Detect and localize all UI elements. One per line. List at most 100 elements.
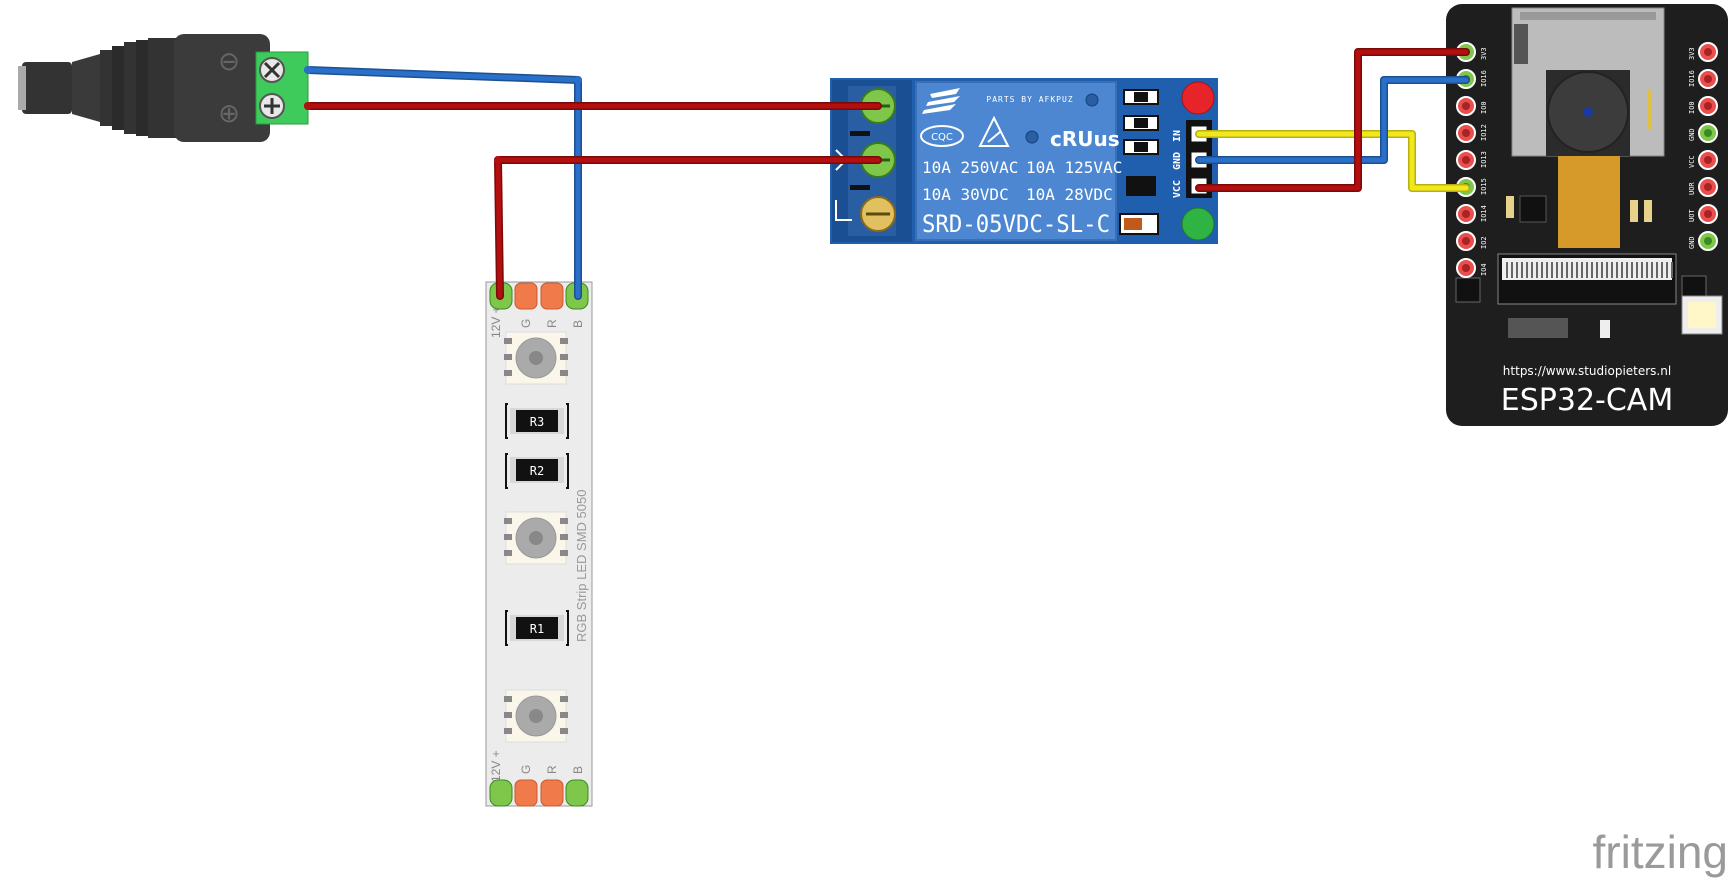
pad-r-top [540, 282, 564, 310]
esp32-left-pin-label: IO2 [1480, 236, 1488, 249]
led-5050 [504, 689, 568, 743]
esp32-pin [1456, 204, 1476, 224]
ul-cert-mark: ᴄRUus [1050, 127, 1120, 151]
jack-neck [72, 54, 100, 122]
jack-rib [100, 50, 112, 126]
esp32-left-pin-label: IO4 [1480, 263, 1488, 276]
jack-minus-label: ⊖ [218, 47, 240, 77]
wire-relay-vcc-to-esp-5v-core [1196, 49, 1469, 191]
led-5050 [504, 331, 568, 385]
esp32-right-pin-label: 3V3 [1688, 47, 1696, 60]
dc-barrel-jack: ⊖ ⊕ [18, 34, 309, 142]
bottom-pin-b: B [571, 766, 585, 774]
jack-rib [136, 40, 148, 136]
esp32-pin [1698, 231, 1718, 251]
esp32-pin [1698, 69, 1718, 89]
jack-rib [124, 42, 136, 134]
top-pin-12v: 12V + [489, 306, 503, 338]
pad-12v-bottom [489, 779, 513, 807]
relay-module: PARTS BY AFKPUZ CQC ᴄRUus 10A 250VAC 10A… [830, 78, 1218, 244]
bottom-pin-12v: 12V + [489, 750, 503, 782]
relay-pin-vcc: VCC [1172, 180, 1183, 198]
resistor: R1 [505, 610, 569, 646]
relay-model: SRD-05VDC-SL-C [922, 210, 1110, 238]
esp32-left-pin-label: IO14 [1480, 205, 1488, 222]
resistor-r3-label: R3 [530, 415, 544, 429]
bottom-pin-r: R [545, 765, 559, 774]
esp32-left-pin-label: IO13 [1480, 151, 1488, 168]
esp32-title: ESP32-CAM [1501, 383, 1673, 418]
relay-rating-2a: 10A 30VDC [922, 185, 1009, 204]
jack-rib [148, 38, 176, 138]
cqc-mark [920, 125, 964, 147]
esp32-right-pin-label: IO0 [1688, 101, 1696, 114]
esp32-pin [1456, 150, 1476, 170]
wire-relay-com-to-strip-12v [494, 156, 882, 300]
esp32-pin [1456, 231, 1476, 251]
wire-relay-vcc-to-esp-5v [1195, 48, 1470, 192]
esp32-pin [1456, 96, 1476, 116]
led-5050 [504, 511, 568, 565]
screw-slot [264, 98, 280, 114]
relay-brand: PARTS BY AFKPUZ [986, 95, 1073, 104]
top-pin-g: G [519, 319, 533, 328]
resistor-r2-label: R2 [530, 464, 544, 478]
resistor: R2 [505, 453, 569, 489]
relay-rating-1b: 10A 125VAC [1026, 158, 1122, 177]
esp32-left-pin-label: IO12 [1480, 124, 1488, 141]
esp32-url: https://www.studiopieters.nl [1503, 364, 1671, 378]
esp32-pin [1456, 123, 1476, 143]
pad-b-bottom [565, 779, 589, 807]
strip-label: RGB Strip LED SMD 5050 [574, 490, 589, 642]
relay-pin-in: IN [1172, 130, 1183, 142]
wire-relay-gnd-to-esp-gnd-core [1196, 77, 1469, 163]
wire-relay-gnd-to-esp-gnd [1195, 76, 1470, 164]
fritzing-watermark: fritzing [1593, 826, 1728, 878]
rgb-led-strip: 12V + G R B R3 R2 [485, 281, 593, 807]
esp32-right-pin-label: GND [1688, 236, 1696, 249]
jack-tip-ring [18, 66, 26, 110]
pad-r-bottom [540, 779, 564, 807]
jack-tip [22, 62, 72, 114]
top-pin-r: R [545, 319, 559, 328]
esp32-pin [1456, 258, 1476, 278]
esp32-right-pin-label: GND [1688, 128, 1696, 141]
esp32-left-pin-label: IO15 [1480, 178, 1488, 195]
esp32-pin [1698, 96, 1718, 116]
power-led [1181, 81, 1215, 115]
relay-rating-1a: 10A 250VAC [922, 158, 1018, 177]
bottom-pin-g: G [519, 765, 533, 774]
top-pin-b: B [571, 320, 585, 328]
wire-relay-in-to-esp-io-core [1196, 131, 1469, 191]
relay-pin-gnd: GND [1172, 152, 1183, 170]
esp32-right-pin-label: UOR [1688, 182, 1696, 195]
screw-slot [263, 61, 281, 79]
esp32-pin [1698, 42, 1718, 62]
transistor [1126, 176, 1156, 196]
pad-g-bottom [514, 779, 538, 807]
jack-rib [112, 46, 124, 130]
pad-g-top [514, 282, 538, 310]
jack-body [174, 34, 270, 142]
resistor-r1-label: R1 [530, 622, 544, 636]
esp32-right-pin-label: VCC [1688, 155, 1696, 168]
esp32-left-pin-label: 3V3 [1480, 47, 1488, 60]
esp32-pin [1698, 204, 1718, 224]
esp32-pin [1698, 177, 1718, 197]
cqc-label: CQC [931, 132, 953, 143]
jack-plus-label: ⊕ [218, 99, 240, 129]
esp32-left-pin-label: IO0 [1480, 101, 1488, 114]
wire-relay-com-to-strip-12v-core [495, 157, 881, 299]
status-led [1181, 207, 1215, 241]
fpc-teeth [1506, 262, 1673, 278]
esp32-right-pin-label: IO16 [1688, 70, 1696, 87]
resistor: R3 [505, 403, 569, 439]
relay-logo-icon [922, 88, 960, 114]
wires [304, 48, 1470, 300]
esp32-pin [1698, 123, 1718, 143]
esp32-right-pin-label: UOT [1688, 209, 1696, 222]
